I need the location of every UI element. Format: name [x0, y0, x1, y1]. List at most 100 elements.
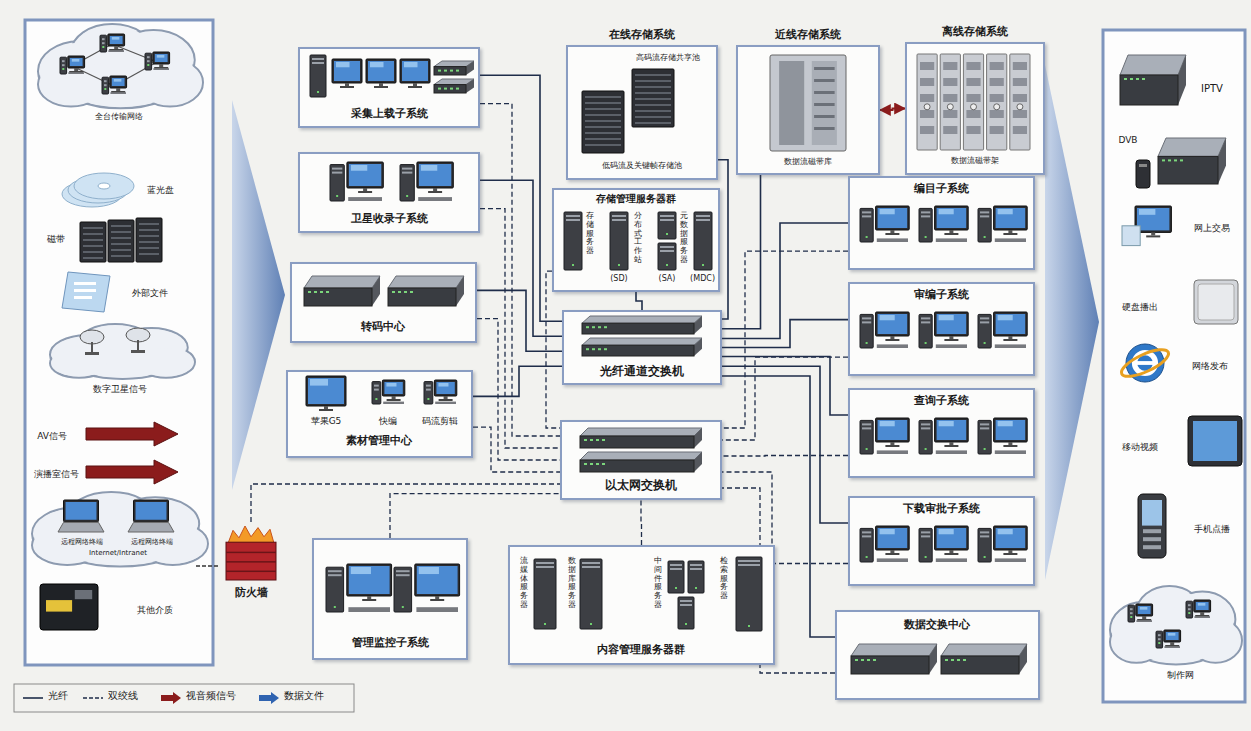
source-label: Internet/Intranet: [89, 549, 147, 557]
icon-part: [939, 209, 954, 214]
icon-part: [74, 173, 134, 199]
system-box: 下载审批子系统: [848, 496, 1035, 586]
icon-part: [929, 644, 937, 674]
icon-part: [1162, 159, 1165, 161]
icon-part: [417, 162, 453, 188]
icon-part: [944, 445, 958, 447]
icon-part: [326, 567, 344, 612]
icon-part: [936, 558, 967, 562]
icon-part: [1008, 230, 1012, 233]
twisted-pair-link: [722, 251, 848, 428]
icon-part: [937, 208, 967, 228]
icon-part: [326, 564, 460, 612]
icon-part: [108, 50, 124, 52]
icon-part: [866, 448, 868, 450]
icon-part: [136, 218, 162, 262]
icon-part: [368, 61, 394, 81]
legend-sample: [82, 692, 104, 704]
icon-part: [610, 212, 628, 270]
icon-part: [920, 126, 934, 134]
icon-part: [585, 138, 621, 140]
icon-part: [590, 439, 593, 441]
icon-part: [1158, 638, 1161, 640]
transfer-arrow: [880, 109, 905, 111]
icon-part: [980, 215, 989, 217]
output-panel: [1103, 30, 1245, 702]
icon-part: [534, 557, 762, 631]
box-label: 码流剪辑: [422, 416, 458, 427]
fiber-link: [473, 366, 562, 396]
icon-part: [388, 276, 464, 288]
icon-part: [544, 623, 546, 625]
icon-part: [866, 342, 868, 344]
icon-part: [402, 172, 412, 174]
legend-swatch: [161, 692, 181, 704]
icon-part: [987, 54, 1007, 150]
icon-part: [351, 165, 367, 171]
icon-part: [74, 296, 92, 299]
icon-part: [1139, 164, 1147, 167]
icon-part: [375, 398, 377, 400]
box-title: 光纤通道交换机: [600, 364, 684, 378]
icon-part: [566, 219, 580, 221]
icon-part: [920, 62, 934, 70]
icon-part: [332, 168, 342, 170]
icon-part: [1196, 602, 1209, 610]
twisted-pair-link: [640, 500, 642, 545]
icon-part: [966, 110, 980, 118]
icon-part: [406, 195, 408, 197]
icon-part: [348, 607, 390, 612]
icon-part: [738, 564, 760, 566]
twisted-pair-link: [722, 357, 848, 440]
twisted-pair-link: [722, 455, 848, 457]
icon-part: [935, 206, 969, 230]
box-label: 流媒体服务器: [520, 557, 528, 610]
icon-part: [580, 452, 702, 460]
icon-part: [966, 62, 980, 70]
icon-part: [877, 558, 908, 562]
box-label: 数据流磁带架: [951, 156, 999, 166]
flow-arrow: [1045, 65, 1099, 580]
icon-part: [83, 227, 103, 229]
icon-part: [384, 382, 402, 394]
icon-part: [62, 60, 65, 62]
icon-part: [612, 219, 626, 221]
icon-part: [580, 460, 694, 472]
icon-part: [226, 552, 276, 554]
icon-part: [139, 247, 159, 249]
icon-part: [439, 399, 453, 401]
icon-part: [438, 383, 448, 387]
icon-part: [943, 110, 957, 118]
icon-part: [943, 62, 957, 70]
icon-part: [996, 314, 1026, 334]
icon-part: [860, 206, 1027, 242]
icon-part: [319, 409, 333, 411]
icon-part: [862, 321, 871, 323]
twisted-pair-link: [480, 209, 560, 448]
icon-part: [62, 272, 110, 312]
icon-part: [157, 55, 165, 58]
icon-part: [937, 314, 967, 334]
legend-sample: [160, 692, 182, 704]
icon-part: [332, 172, 342, 174]
icon-part: [418, 197, 452, 201]
icon-part: [367, 596, 371, 599]
icon-part: [330, 162, 453, 201]
icon-part: [83, 257, 103, 259]
icon-part: [1138, 494, 1166, 558]
icon-part: [971, 104, 977, 110]
icon-part: [1130, 612, 1133, 614]
icon-part: [592, 326, 595, 328]
icon-part: [1158, 634, 1161, 636]
icon-part: [937, 420, 967, 440]
icon-part: [1142, 500, 1162, 526]
icon-part: [398, 291, 401, 293]
legend-text: 光纤: [48, 690, 68, 702]
icon-part: [1188, 608, 1191, 610]
icon-part: [694, 212, 712, 270]
icon-part: [466, 61, 474, 75]
icon-part: [450, 88, 453, 90]
icon-part: [963, 659, 966, 661]
icon-part: [83, 251, 103, 253]
icon-part: [580, 559, 602, 629]
